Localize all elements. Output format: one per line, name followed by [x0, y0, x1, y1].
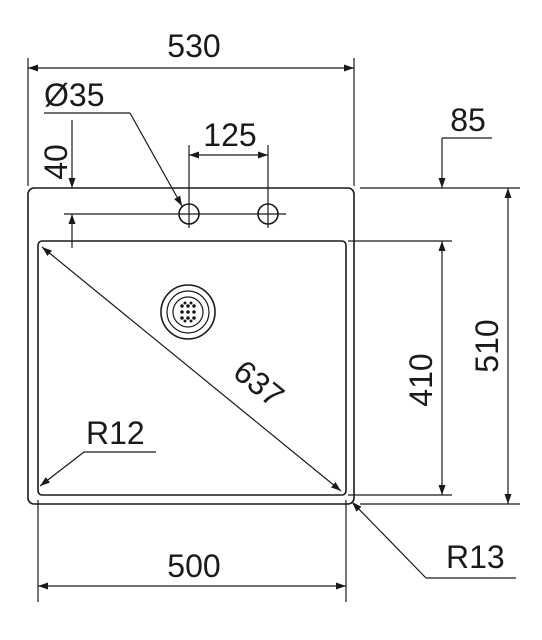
dimension-inner-radius: R12 [39, 415, 156, 487]
dimension-overall-width: 530 [27, 28, 355, 186]
sink-outer-outline [27, 187, 355, 505]
dimension-bowl-diagonal: 637 [41, 246, 342, 492]
tap-hole-left [178, 200, 200, 228]
drain-icon [160, 284, 216, 340]
dimension-outer-radius: R13 [351, 501, 516, 579]
dimension-hole-diameter: Ø35 [44, 77, 183, 207]
label-hole-diameter: Ø35 [44, 77, 104, 113]
tap-hole-right [257, 200, 279, 228]
label-overall-depth: 510 [469, 319, 505, 372]
label-overall-width: 530 [167, 28, 220, 64]
dimension-overall-depth: 510 [360, 187, 520, 505]
sink-bowl-outline [37, 240, 347, 496]
dimension-bowl-width: 500 [37, 500, 347, 602]
dimension-hole-spacing: 125 [188, 117, 269, 200]
label-bowl-width: 500 [167, 548, 220, 584]
label-bowl-depth: 410 [403, 353, 439, 406]
dimension-hole-edge-offset: 40 [38, 120, 76, 248]
label-outer-radius: R13 [446, 539, 505, 575]
label-hole-edge-offset: 40 [38, 144, 74, 180]
label-inner-radius: R12 [86, 415, 145, 451]
label-back-ledge: 85 [450, 102, 486, 138]
dimension-back-ledge: 85 [438, 102, 492, 188]
label-hole-spacing: 125 [203, 117, 256, 153]
dimension-bowl-depth: 410 [348, 240, 452, 496]
